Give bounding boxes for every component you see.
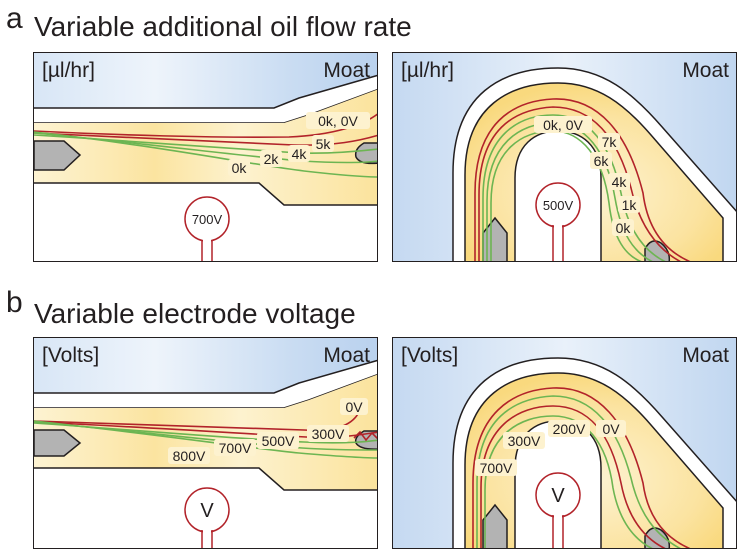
- panel-b-left: 0V 300V 500V 700V 800V V [Volts] Moat: [33, 337, 378, 549]
- unit-label: [µl/hr]: [42, 59, 95, 82]
- curve-label: 500V: [262, 433, 295, 449]
- moat-label: Moat: [682, 344, 729, 367]
- curve-label: 300V: [508, 433, 541, 449]
- curve-label: 0k, 0V: [543, 117, 583, 133]
- panel-a-right: 0k, 0V 7k 6k 4k 1k 0k 500V [µl/hr] Moat: [392, 52, 737, 262]
- curve-label: 7k: [602, 134, 618, 150]
- section-b-title: Variable electrode voltage: [34, 298, 356, 329]
- panel-a-left-diagram: 0k, 0V 5k 4k 2k 0k 700V: [34, 53, 377, 261]
- curve-label: 0k, 0V: [318, 113, 358, 129]
- panel-b-right-diagram: 0V 200V 300V 700V V: [393, 338, 736, 548]
- curve-label: 6k: [594, 153, 610, 169]
- curve-label: 800V: [173, 448, 206, 464]
- electrode-voltage-label: V: [551, 485, 565, 507]
- curve-label: 700V: [219, 440, 252, 456]
- electrode-voltage-label: 500V: [543, 198, 574, 213]
- curve-label: 2k: [264, 151, 280, 167]
- unit-label: [Volts]: [401, 344, 459, 367]
- curve-label: 4k: [292, 146, 308, 162]
- electrode-voltage-label: 700V: [192, 212, 223, 227]
- curve-label: 0k: [232, 160, 248, 176]
- panel-b-right: 0V 200V 300V 700V V [Volts] Moat: [392, 337, 737, 549]
- electrode-voltage-label: V: [200, 500, 214, 522]
- curve-label: 200V: [553, 421, 586, 437]
- section-a-letter: a: [6, 2, 23, 35]
- section-b-letter: b: [6, 286, 23, 319]
- curve-label: 5k: [316, 136, 332, 152]
- panel-a-left: 0k, 0V 5k 4k 2k 0k 700V [µl/hr] Moat: [33, 52, 378, 262]
- unit-label: [µl/hr]: [401, 59, 454, 82]
- moat-label: Moat: [323, 344, 370, 367]
- curve-label: 0V: [602, 421, 620, 437]
- moat-label: Moat: [323, 59, 370, 82]
- curve-label: 0V: [345, 399, 363, 415]
- curve-label: 4k: [612, 174, 628, 190]
- curve-label: 0k: [616, 220, 632, 236]
- moat-label: Moat: [682, 59, 729, 82]
- unit-label: [Volts]: [42, 344, 100, 367]
- panel-a-right-diagram: 0k, 0V 7k 6k 4k 1k 0k 500V: [393, 53, 736, 261]
- curve-label: 300V: [312, 426, 345, 442]
- section-a-title: Variable additional oil flow rate: [34, 11, 412, 42]
- panel-b-left-diagram: 0V 300V 500V 700V 800V V: [34, 338, 377, 548]
- curve-label: 700V: [480, 460, 513, 476]
- curve-label: 1k: [622, 197, 638, 213]
